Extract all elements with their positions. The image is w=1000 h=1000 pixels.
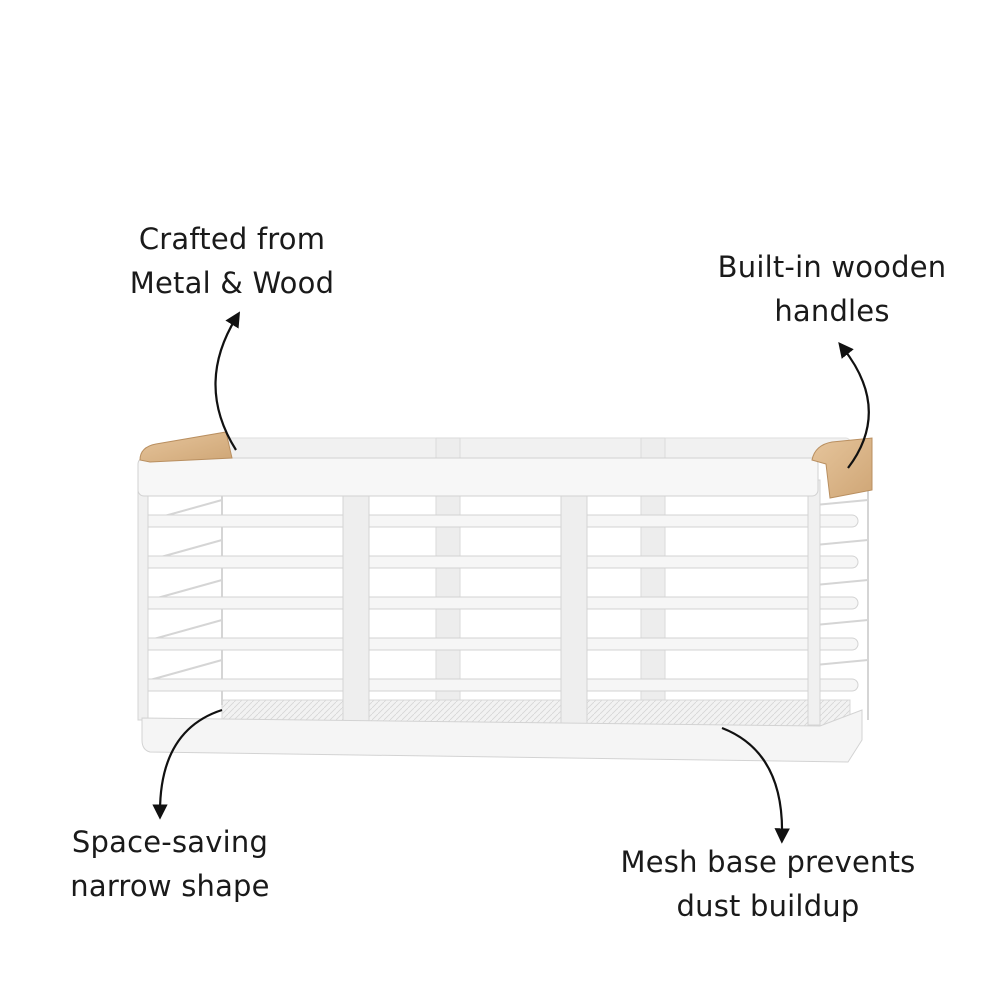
arrow-material (214, 311, 241, 451)
callout-shape: Space-saving narrow shape (50, 820, 290, 908)
callout-mesh: Mesh base prevents dust buildup (598, 840, 938, 928)
callout-handles-line2: handles (774, 294, 890, 328)
arrow-shape (152, 708, 223, 820)
basket-left-side (149, 460, 223, 705)
basket-top-rim (137, 457, 819, 497)
callout-shape-line1: Space-saving (71, 825, 269, 859)
left-wooden-handle (139, 431, 233, 463)
callout-material: Crafted from Metal & Wood (112, 217, 352, 305)
basket-bottom-rim (141, 709, 863, 763)
basket-front-posts (137, 469, 821, 728)
callout-mesh-line2: dust buildup (676, 889, 860, 923)
callout-mesh-line1: Mesh base prevents (620, 845, 916, 879)
basket-right-side (814, 460, 869, 720)
basket-front-wires (137, 514, 859, 692)
callout-handles: Built-in wooden handles (700, 245, 964, 333)
callout-material-line2: Metal & Wood (129, 266, 335, 300)
callout-handles-line1: Built-in wooden (717, 250, 947, 284)
right-wooden-handle (811, 437, 873, 499)
callout-shape-line2: narrow shape (70, 869, 270, 903)
arrow-mesh (721, 726, 790, 844)
callout-material-line1: Crafted from (138, 222, 326, 256)
arrow-handles (838, 341, 870, 469)
